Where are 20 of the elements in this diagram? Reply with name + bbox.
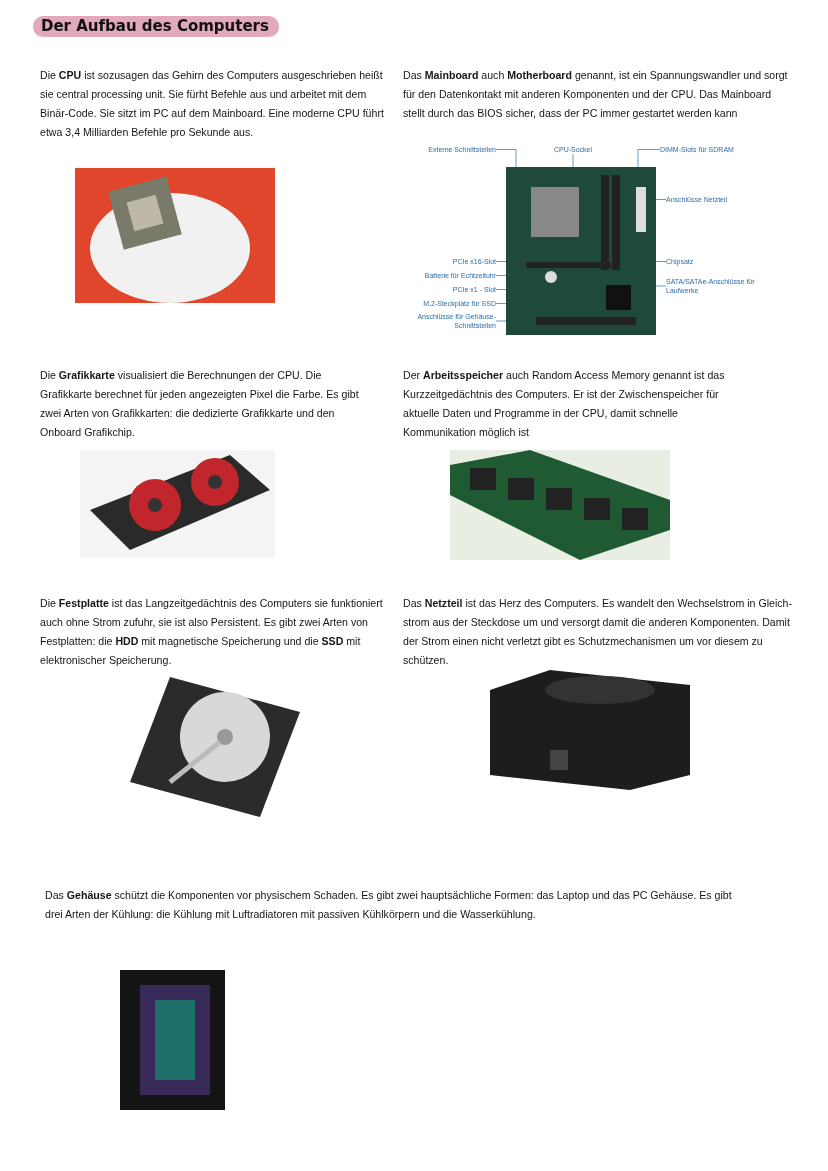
text-paragraph: Das Gehäuse schützt die Komponenten vor physischem Schaden. Es gibt zwei hauptsächliche Formen: das Laptop und das PC Gehäuse. Es gibt drei Arten der Kühlung: die Kühlung mit Luftradiatoren mit passiven Kühlkörpern und die Wasserkühlung.: [45, 888, 733, 922]
leader-line: [495, 275, 507, 276]
leader-line: [637, 149, 661, 168]
leader-line: [495, 261, 507, 262]
text-paragraph: Die Grafikkarte visualisiert die Berechnungen der CPU. Die Grafikkarte berechnet für jeden angezeigten Pixel die Farbe. Es gibt zwei Arten von Grafikkarten: die dedizierte Grafikkarte und den Onboard Grafikchip.: [40, 368, 360, 440]
text-paragraph: Das Netzteil ist das Herz des Computers. Es wandelt den Wechselstrom in Gleich-strom aus der Steckdose um und versorgt damit die anderen Komponenten. Damit der Strom einen nicht verletzt gibt es Schutzmechanismen um vor diesem zu schützen.: [403, 596, 793, 668]
leader-line: [655, 261, 667, 262]
leader-line: [572, 153, 574, 168]
leader-line: [495, 303, 507, 304]
text-paragraph: Der Arbeitsspeicher auch Random Access Memory genannt ist das Kurzzeitgedächtnis des Computers. Er ist der Zwischenspeicher für aktuelle Daten und Programme in der CPU, damit schnelle Kommunikation möglich ist: [403, 368, 726, 440]
page-title: Der Aufbau des Computers: [33, 16, 279, 37]
leader-line: [495, 289, 507, 290]
leader-line: [495, 149, 517, 168]
leader-line: [495, 320, 507, 322]
text-paragraph: Die Festplatte ist das Langzeitgedächtnis des Computers sie funktioniert auch ohne Strom zufuhr, sie ist also Persistent. Es gibt zwei Arten von Festplatten: die HDD mit magnetische Speicherung und die SSD mit elektronischer Speicherung.: [40, 596, 384, 668]
mainboard-drawing: [506, 167, 656, 335]
text-paragraph: Das Mainboard auch Motherboard genannt, ist ein Spannungswandler und sorgt für den Datenkontakt mit anderen Komponenten und der CPU. Das Mainboard stellt durch das BIOS sicher, dass der PC immer gestartet werden kann: [403, 68, 789, 121]
leader-line: [655, 199, 667, 200]
leader-line: [655, 285, 667, 287]
text-paragraph: Die CPU ist sozusagen das Gehirn des Computers ausgeschrieben heißt sie central processing unit. Sie fürht Befehle aus und arbeitet mit dem Binär-Code. Sie sitzt im PC auf dem Mainboard. Eine moderne CPU führt etwa 3,4 Milliarden Befehle pro Sekunde aus.: [40, 68, 385, 140]
